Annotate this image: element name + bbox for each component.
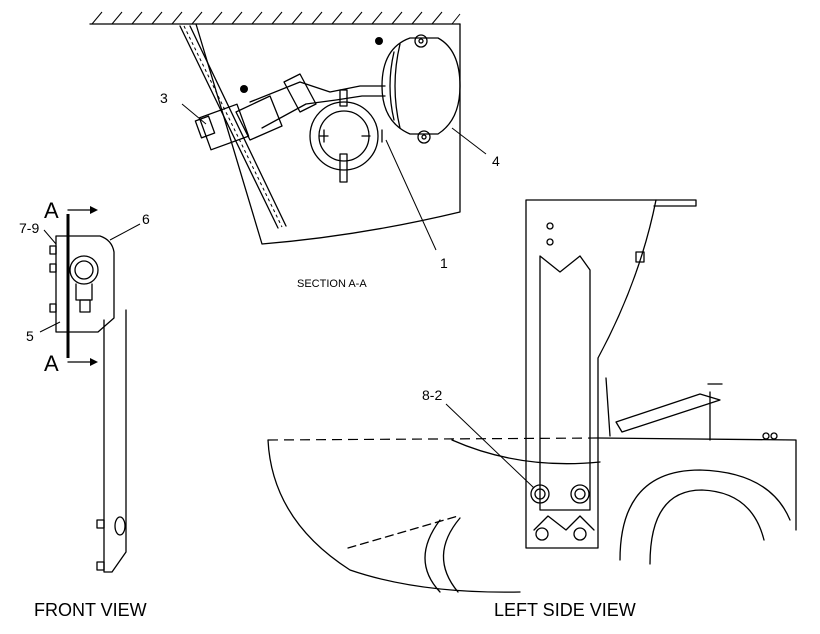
bolt bbox=[546, 222, 554, 230]
callout-5: 5 bbox=[26, 328, 34, 344]
lamp-mount-ear bbox=[417, 130, 431, 144]
mount-hole-inner bbox=[574, 488, 586, 500]
bolt-head bbox=[49, 245, 57, 255]
callout-1: 1 bbox=[440, 255, 448, 271]
wheel-arch-inner bbox=[649, 489, 765, 565]
fender-arch bbox=[451, 439, 601, 465]
callout-4: 4 bbox=[492, 153, 500, 169]
bolt-head bbox=[49, 263, 57, 273]
front-post bbox=[103, 309, 127, 573]
mount-strip-edge-1 bbox=[179, 25, 279, 229]
mount-strip-texture bbox=[183, 25, 283, 228]
fender-top-edge bbox=[267, 437, 601, 441]
leader-7-9 bbox=[43, 229, 57, 245]
fender-seam bbox=[347, 515, 459, 549]
bolt bbox=[770, 432, 778, 440]
post-hole bbox=[114, 516, 126, 536]
section-a-a-view: 3 4 1 SECTION A-A bbox=[89, 11, 500, 290]
hose-fitting bbox=[283, 73, 317, 113]
mount-strip-edge-2 bbox=[189, 25, 287, 227]
callout-7-9: 7-9 bbox=[19, 220, 39, 236]
hose-end bbox=[79, 299, 91, 313]
mount-hole bbox=[240, 85, 248, 93]
wheel-arch-outer bbox=[619, 469, 791, 561]
arrow-head bbox=[90, 358, 98, 366]
lamp-lens bbox=[74, 260, 94, 280]
leader-4 bbox=[451, 127, 487, 155]
clamp-ring bbox=[309, 89, 383, 183]
post-tab bbox=[96, 561, 105, 571]
section-marker-top: A bbox=[44, 198, 59, 223]
mount-hole bbox=[535, 527, 549, 541]
section-caption: SECTION A-A bbox=[297, 278, 367, 290]
handrail bbox=[615, 393, 721, 433]
callout-3: 3 bbox=[160, 90, 168, 106]
leader-8-2 bbox=[445, 403, 535, 489]
callout-8-2: 8-2 bbox=[422, 387, 442, 403]
mount-hole-inner bbox=[534, 488, 546, 500]
lamp-lens-curve bbox=[394, 43, 401, 129]
lamp-housing bbox=[381, 37, 461, 135]
ceiling-hatching bbox=[91, 11, 461, 25]
bracket-notch bbox=[533, 515, 595, 531]
leader-3 bbox=[181, 103, 207, 125]
bracket-plate bbox=[195, 23, 461, 245]
mount-hole bbox=[375, 37, 383, 45]
leader-6 bbox=[109, 223, 141, 241]
body-edge bbox=[605, 377, 611, 437]
hood-outline bbox=[597, 437, 797, 531]
bracket-cutout bbox=[539, 255, 591, 511]
mount-hole bbox=[573, 527, 587, 541]
lamp-face bbox=[69, 255, 99, 285]
hose-stub bbox=[75, 283, 93, 301]
clip bbox=[635, 251, 645, 263]
fitting-item-3 bbox=[194, 103, 250, 151]
callout-6: 6 bbox=[142, 211, 150, 227]
lamp-mount-ear bbox=[414, 34, 428, 48]
side-bracket bbox=[525, 199, 657, 549]
wheel-hub-curve bbox=[442, 517, 461, 593]
section-marker-bottom: A bbox=[44, 351, 59, 376]
bolt-head bbox=[49, 303, 57, 313]
hose-assembly bbox=[235, 73, 386, 141]
fender-left-curve bbox=[267, 439, 521, 593]
wheel-hub-curve bbox=[424, 519, 441, 593]
lamp-mount-bolt bbox=[421, 134, 427, 140]
bracket-head bbox=[55, 235, 115, 333]
bracket-top-lip bbox=[653, 199, 697, 207]
hose-nut bbox=[235, 95, 283, 141]
front-view: A A 7-9 6 5 FRONT VIEW bbox=[19, 198, 150, 620]
front-view-caption: FRONT VIEW bbox=[34, 600, 147, 620]
lamp-lens-curve bbox=[389, 51, 395, 121]
lamp-mount-bolt bbox=[418, 38, 424, 44]
leader-1 bbox=[385, 139, 437, 251]
bolt bbox=[546, 238, 554, 246]
leader-5 bbox=[39, 321, 61, 333]
clamp-bolt bbox=[339, 153, 348, 183]
mount-hole bbox=[570, 484, 590, 504]
mount-hole bbox=[530, 484, 550, 504]
post-tab bbox=[96, 519, 105, 529]
arrow-head bbox=[90, 206, 98, 214]
bolt bbox=[762, 432, 770, 440]
left-side-view: 8-2 LEFT SIDE VIEW bbox=[267, 199, 797, 620]
left-side-view-caption: LEFT SIDE VIEW bbox=[494, 600, 636, 620]
lamp-assembly bbox=[381, 34, 461, 144]
